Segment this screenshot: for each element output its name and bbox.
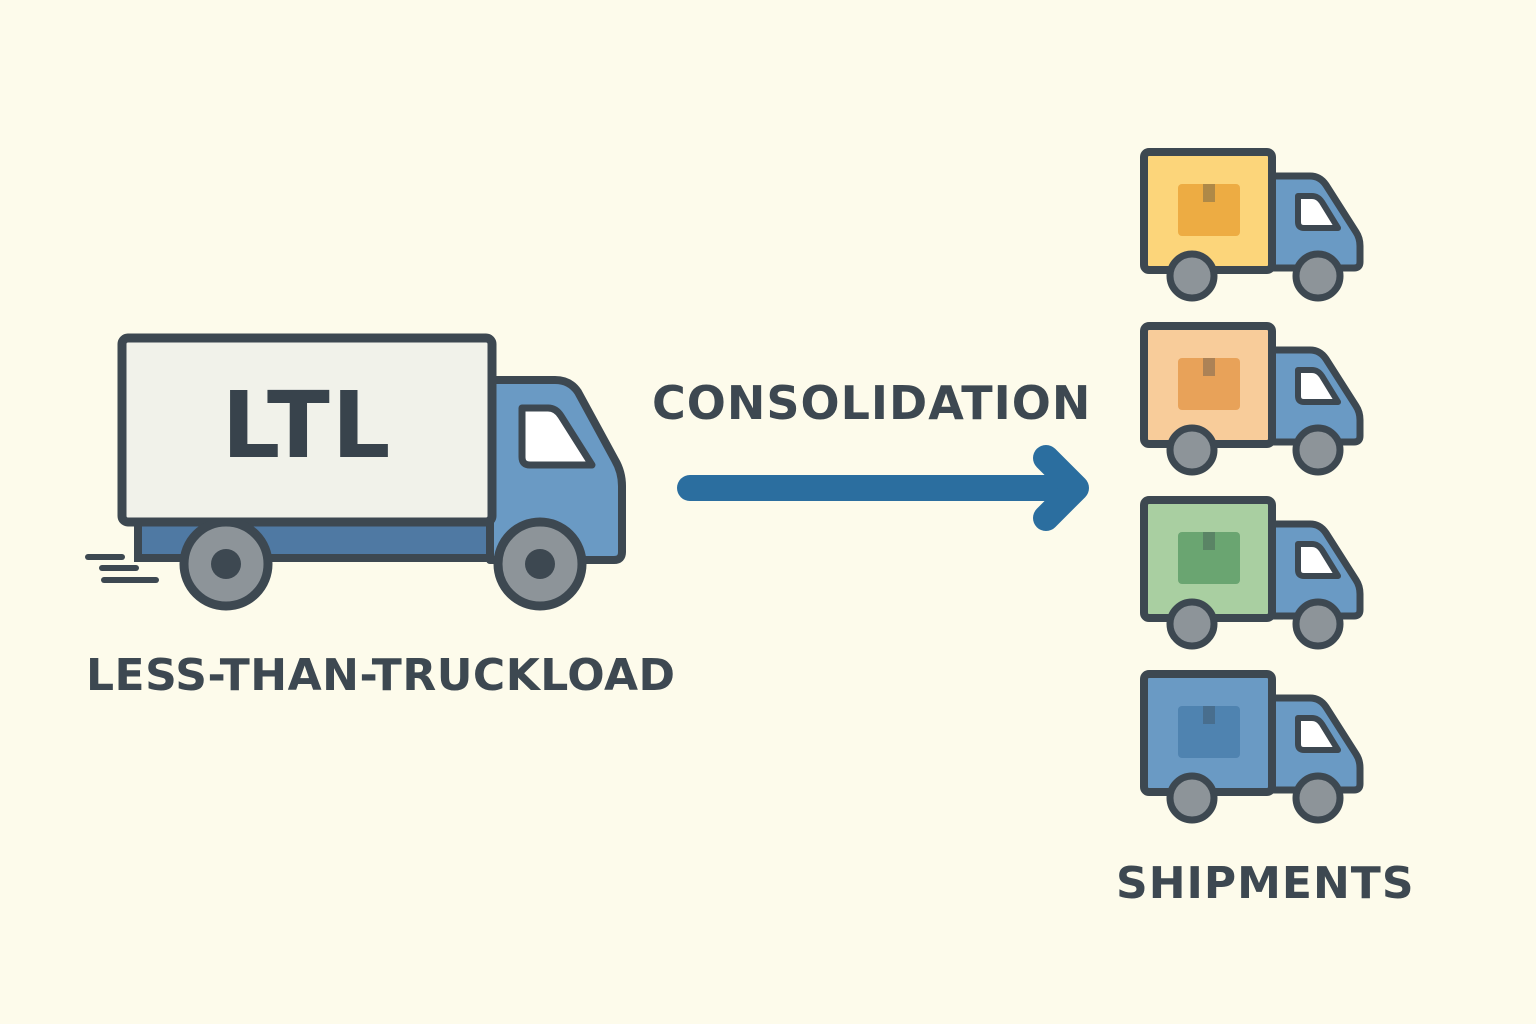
small-truck-window <box>1295 367 1341 405</box>
small-truck-3 <box>1140 496 1364 650</box>
small-truck-wheel-front <box>1292 772 1344 824</box>
small-truck-4 <box>1140 670 1364 824</box>
package-icon <box>1178 358 1240 410</box>
small-truck-wheel-rear <box>1166 424 1218 476</box>
small-truck-wheel-front <box>1292 598 1344 650</box>
big-truck <box>85 333 626 611</box>
big-truck-window <box>518 404 596 469</box>
small-truck-wheel-rear <box>1166 598 1218 650</box>
consolidation-arrow-icon <box>677 445 1089 531</box>
small-trucks-stack <box>1140 148 1364 824</box>
small-truck-wheel-front <box>1292 424 1344 476</box>
small-truck-wheel-rear <box>1166 772 1218 824</box>
package-tape-icon <box>1203 706 1215 724</box>
small-truck-window <box>1295 193 1341 231</box>
package-icon <box>1178 532 1240 584</box>
small-truck-window <box>1295 715 1341 753</box>
small-truck-wheel-rear <box>1166 250 1218 302</box>
small-truck-2 <box>1140 322 1364 476</box>
big-truck-cargo-label: LTL <box>221 372 393 479</box>
shipments-label: SHIPMENTS <box>1116 858 1415 909</box>
package-tape-icon <box>1203 184 1215 202</box>
motion-lines-icon <box>85 554 159 583</box>
big-truck-wheel-front <box>493 517 587 611</box>
less-than-truckload-label: LESS-THAN-TRUCKLOAD <box>86 650 676 701</box>
small-truck-window <box>1295 541 1341 579</box>
small-truck-1 <box>1140 148 1364 302</box>
consolidation-label: CONSOLIDATION <box>652 376 1092 430</box>
package-icon <box>1178 706 1240 758</box>
small-truck-wheel-front <box>1292 250 1344 302</box>
big-truck-wheel-rear <box>179 517 273 611</box>
package-icon <box>1178 184 1240 236</box>
big-truck-cargo <box>117 333 497 527</box>
package-tape-icon <box>1203 358 1215 376</box>
package-tape-icon <box>1203 532 1215 550</box>
